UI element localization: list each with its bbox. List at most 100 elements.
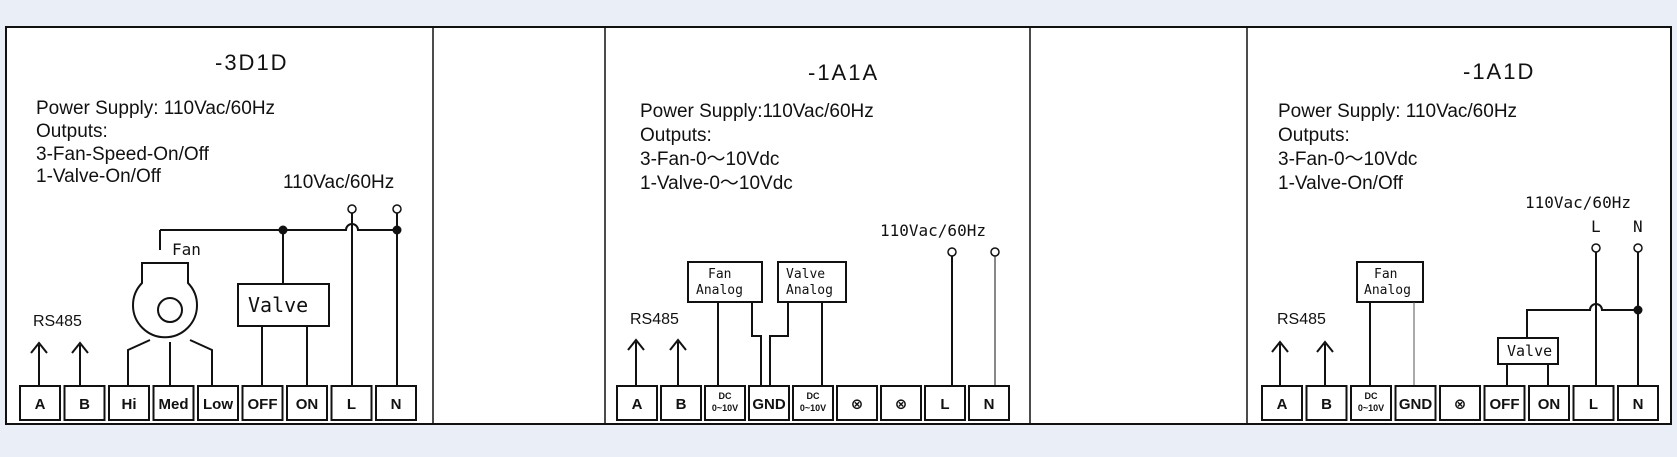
- terminal-label: Low: [203, 396, 233, 413]
- rs485-arrow-icon: [1316, 340, 1334, 386]
- terminal-box: [286, 385, 328, 421]
- terminal: Low: [197, 385, 239, 421]
- terminal-box: [660, 385, 702, 421]
- terminal-label: L: [1589, 396, 1598, 413]
- terminal-label: Med: [159, 396, 189, 413]
- rs485-arrow-icon: [1271, 340, 1289, 386]
- power-supply-text: Power Supply: 110Vac/60Hz: [1278, 101, 1517, 122]
- terminal: ON: [1528, 385, 1570, 421]
- fan-wires: [127, 339, 213, 386]
- terminal-circle-icon: [947, 247, 957, 257]
- terminal-label: L: [940, 396, 949, 413]
- output-line: 3-Fan-0～10Vdc: [1278, 149, 1417, 170]
- panel-title: -3D1D: [215, 50, 289, 75]
- outputs-heading: Outputs:: [1278, 125, 1350, 146]
- terminal: B: [1305, 385, 1348, 421]
- terminal-label: N: [984, 396, 995, 413]
- analog-wires: [717, 302, 823, 386]
- terminal-label: DC: [1365, 391, 1378, 401]
- rs485-label: RS485: [33, 313, 82, 330]
- terminal-label: ⊗: [895, 396, 908, 413]
- terminal-label: B: [676, 396, 687, 413]
- terminal-label: L: [347, 396, 356, 413]
- terminal-label: A: [632, 396, 643, 413]
- panel-1a1d: -1A1D Power Supply: 110Vac/60Hz Outputs:…: [1261, 59, 1659, 421]
- terminal-box: [836, 385, 878, 421]
- terminal: DC 0~10V: [1350, 385, 1392, 421]
- terminal-box: [1528, 385, 1570, 421]
- panel-title: -1A1A: [808, 60, 879, 85]
- terminal-label: ON: [1538, 396, 1561, 413]
- terminal-label: Hi: [122, 396, 137, 413]
- valve-analog-label: Valve: [786, 267, 825, 282]
- terminal-box: [1350, 385, 1392, 421]
- valve-box: [237, 283, 330, 327]
- output-line: 3-Fan-0～10Vdc: [640, 149, 779, 170]
- valve-label: Valve: [1507, 342, 1552, 360]
- terminal-box: [197, 385, 239, 421]
- fan-analog-box: [687, 261, 763, 303]
- terminal-box: [880, 385, 922, 421]
- terminal-label: ⊗: [1454, 396, 1467, 413]
- terminal: A: [19, 385, 61, 421]
- terminal: A: [1261, 385, 1303, 421]
- terminal-label: 0~10V: [712, 403, 738, 413]
- terminal-label: ON: [296, 396, 319, 413]
- terminal-label: N: [1633, 396, 1644, 413]
- supply-terminal-label: N: [1633, 217, 1643, 236]
- terminal-label: B: [79, 396, 90, 413]
- power-supply-text: Power Supply: 110Vac/60Hz: [36, 98, 275, 119]
- terminal: A: [616, 385, 658, 421]
- supply-label: 110Vac/60Hz: [1525, 193, 1631, 212]
- valve-analog-label: Analog: [786, 283, 833, 298]
- terminal-box: [1483, 385, 1526, 421]
- terminal-label: B: [1321, 396, 1332, 413]
- output-line: 1-Valve-On/Off: [1278, 173, 1404, 194]
- terminal: DC 0~10V: [792, 385, 834, 421]
- rs485-arrow-icon: [669, 338, 687, 386]
- bus-wire: [1526, 303, 1638, 338]
- terminal: ON: [286, 385, 328, 421]
- terminal: N: [968, 385, 1010, 421]
- terminal-box: [152, 385, 195, 421]
- terminal-label: DC: [719, 391, 732, 401]
- terminal-label: DC: [807, 391, 820, 401]
- terminal-label: 0~10V: [800, 403, 826, 413]
- terminal: B: [63, 385, 106, 421]
- terminal: ⊗: [880, 385, 922, 421]
- terminal: Med: [152, 385, 195, 421]
- terminal: B: [660, 385, 702, 421]
- power-supply-text: Power Supply:110Vac/60Hz: [640, 101, 874, 122]
- terminal-box: [748, 385, 790, 421]
- terminal-strip: A B DC 0~10V GND ⊗ OFF ON L N: [1261, 385, 1659, 421]
- terminal-box: [616, 385, 658, 421]
- panel-3d1d: -3D1D Power Supply: 110Vac/60Hz Outputs:…: [19, 50, 417, 421]
- terminal-label: A: [1277, 396, 1288, 413]
- junction-dot-icon: [1633, 305, 1643, 315]
- terminal-box: [1305, 385, 1348, 421]
- supply-terminal-label: L: [1591, 217, 1601, 236]
- terminal-box: [704, 385, 746, 421]
- terminal-circle-icon: [1591, 243, 1601, 253]
- terminal-box: [19, 385, 61, 421]
- terminal: GND: [1394, 385, 1437, 421]
- terminal: L: [924, 385, 966, 421]
- terminal-label: 0~10V: [1358, 403, 1384, 413]
- terminal: OFF: [1483, 385, 1526, 421]
- panel-title: -1A1D: [1463, 59, 1535, 84]
- rs485-arrow-icon: [71, 341, 89, 386]
- terminal-box: [1261, 385, 1303, 421]
- terminal-box: [241, 385, 284, 421]
- output-line: 1-Valve-On/Off: [36, 166, 162, 187]
- panel-1a1a: -1A1A Power Supply:110Vac/60Hz Outputs: …: [616, 60, 1010, 421]
- terminal-circle-icon: [1633, 243, 1643, 253]
- valve-label: Valve: [248, 293, 308, 317]
- supply-label: 110Vac/60Hz: [283, 172, 394, 193]
- terminal-box: [375, 385, 417, 421]
- terminal-label: N: [391, 396, 402, 413]
- terminal: OFF: [241, 385, 284, 421]
- outputs-heading: Outputs:: [640, 125, 712, 146]
- terminal-box: [792, 385, 834, 421]
- terminal: GND: [748, 385, 790, 421]
